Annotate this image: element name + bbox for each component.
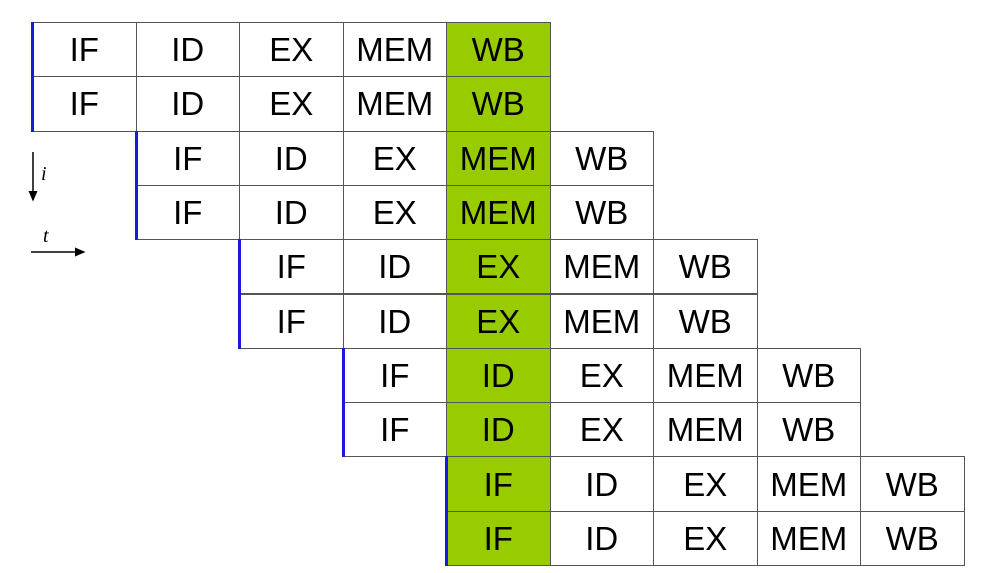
stage-cell-ex: EX	[446, 239, 551, 295]
stage-cell-ex: EX	[653, 510, 758, 566]
stage-cell-id: ID	[446, 402, 551, 458]
group-start-marker	[445, 456, 448, 566]
stage-cell-mem: MEM	[756, 456, 861, 512]
stage-cell-mem: MEM	[549, 293, 654, 349]
stage-cell-if: IF	[135, 184, 240, 241]
group-start-marker	[134, 130, 138, 241]
stage-cell-ex: EX	[342, 184, 447, 241]
stage-cell-wb: WB	[446, 76, 551, 132]
stage-cell-mem: MEM	[446, 130, 551, 186]
stage-cell-wb: WB	[549, 184, 654, 241]
stage-cell-mem: MEM	[756, 510, 861, 566]
stage-cell-mem: MEM	[653, 347, 758, 404]
stage-cell-wb: WB	[756, 402, 861, 458]
stage-cell-id: ID	[135, 76, 240, 132]
stage-cell-wb: WB	[860, 510, 965, 566]
stage-cell-wb: WB	[653, 239, 758, 295]
stage-cell-wb: WB	[653, 293, 758, 349]
group-start-marker	[341, 347, 345, 458]
stage-cell-ex: EX	[239, 22, 344, 78]
stage-cell-mem: MEM	[446, 184, 551, 241]
stage-cell-if: IF	[342, 402, 447, 458]
stage-cell-if: IF	[32, 76, 137, 132]
stage-cell-mem: MEM	[342, 76, 447, 132]
stage-cell-mem: MEM	[653, 402, 758, 458]
stage-cell-if: IF	[135, 130, 240, 186]
stage-cell-id: ID	[342, 239, 447, 295]
group-start-marker	[31, 22, 34, 132]
stage-cell-id: ID	[239, 130, 344, 186]
stage-cell-wb: WB	[549, 130, 654, 186]
stage-cell-ex: EX	[549, 402, 654, 458]
stage-cell-mem: MEM	[342, 22, 447, 78]
time-axis-label: t	[43, 225, 49, 247]
stage-cell-ex: EX	[239, 76, 344, 132]
stage-cell-ex: EX	[549, 347, 654, 404]
stage-cell-if: IF	[342, 347, 447, 404]
stage-cell-ex: EX	[446, 293, 551, 349]
stage-cell-wb: WB	[446, 22, 551, 78]
stage-cell-if: IF	[32, 22, 137, 78]
stage-cell-ex: EX	[342, 130, 447, 186]
stage-cell-id: ID	[446, 347, 551, 404]
stage-cell-id: ID	[135, 22, 240, 78]
stage-cell-id: ID	[549, 510, 654, 566]
group-start-marker	[238, 239, 241, 349]
stage-cell-id: ID	[239, 184, 344, 241]
stage-cell-id: ID	[342, 293, 447, 349]
stage-cell-id: ID	[549, 456, 654, 512]
stage-cell-if: IF	[446, 510, 551, 566]
stage-cell-if: IF	[239, 239, 344, 295]
stage-cell-wb: WB	[756, 347, 861, 404]
stage-cell-if: IF	[239, 293, 344, 349]
stage-cell-ex: EX	[653, 456, 758, 512]
instruction-axis-label: i	[41, 163, 47, 185]
stage-cell-mem: MEM	[549, 239, 654, 295]
stage-cell-wb: WB	[860, 456, 965, 512]
stage-cell-if: IF	[446, 456, 551, 512]
